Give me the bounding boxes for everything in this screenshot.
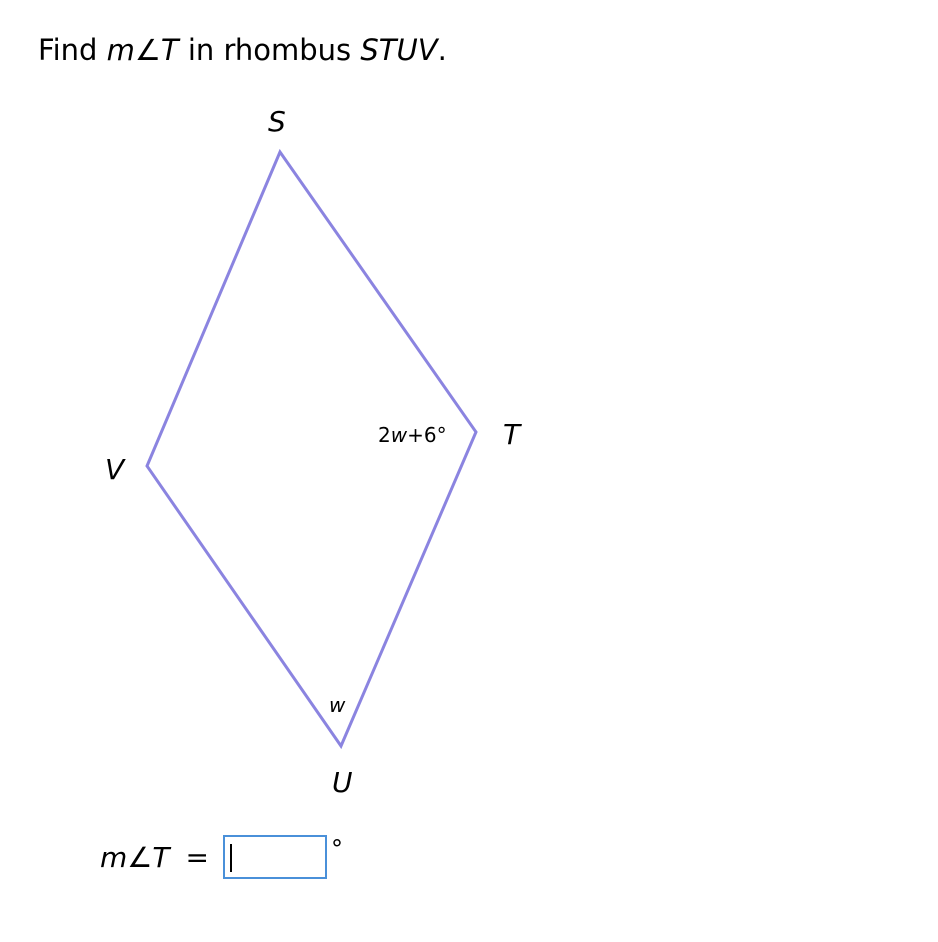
question-middle: in rhombus xyxy=(178,33,361,67)
vertex-label-s: S xyxy=(268,105,286,138)
answer-label: m∠T xyxy=(100,840,170,874)
answer-input[interactable] xyxy=(222,835,327,879)
question-angle: m∠T xyxy=(106,33,179,67)
vertex-label-t: T xyxy=(503,418,522,451)
degree-unit: ° xyxy=(330,835,343,863)
vertex-label-v: V xyxy=(105,453,126,486)
angle-t-label: 2w+6° xyxy=(378,423,447,447)
rhombus-outline xyxy=(145,148,478,750)
question-shape-name: STUV xyxy=(360,33,438,67)
angle-t-constant: +6° xyxy=(407,423,446,447)
vertex-label-u: U xyxy=(332,766,353,799)
question-prompt: Find m∠T in rhombus STUV. xyxy=(38,30,447,70)
text-caret xyxy=(229,844,232,872)
question-prefix: Find xyxy=(38,33,107,67)
angle-t-coefficient: 2 xyxy=(378,423,391,447)
angle-t-variable: w xyxy=(391,423,408,447)
angle-u-label: w xyxy=(329,693,346,717)
answer-row: m∠T = ° xyxy=(100,833,343,881)
question-suffix: . xyxy=(437,33,447,67)
equals-sign: = xyxy=(185,840,209,874)
